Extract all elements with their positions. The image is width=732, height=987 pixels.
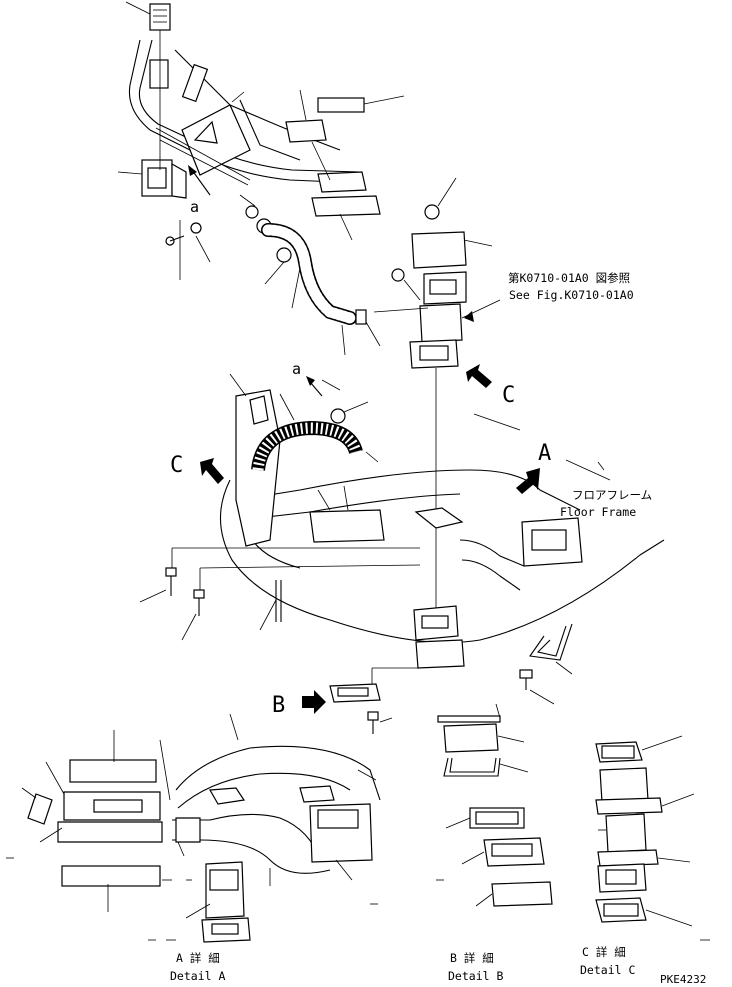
connection-label-a-mid: a [292,360,301,378]
detail-a-title-ja: A 詳 細 [176,951,220,965]
floor-frame-label-en: Floor Frame [560,505,636,519]
dash-duct-assembly: a [117,1,405,280]
detail-b-title-en: Detail B [448,969,503,983]
detail-c [595,735,710,941]
detail-a-title-en: Detail A [170,969,225,983]
view-arrow-b: B [272,683,393,734]
detail-b [436,703,553,907]
floor-bolts [139,567,205,641]
left-duct-and-hose: a [229,360,379,547]
right-bracket [519,623,573,705]
flexible-hose-upper [261,223,381,356]
drawing-number: PKE4232 [660,973,706,986]
floor-frame [171,413,665,690]
detail-a [6,713,381,943]
view-label-c-right: C [502,383,515,408]
reference-label-ja: 第K0710-01A0 図参照 [508,271,630,285]
view-arrow-c-left: C [170,453,224,484]
detail-b-title-ja: B 詳 細 [450,951,494,965]
view-label-c-left: C [170,453,183,478]
connection-label-a-top: a [190,198,199,216]
detail-c-title-ja: C 詳 細 [582,945,626,959]
detail-c-title-en: Detail C [580,963,635,977]
vent-unit-assembly [373,177,501,620]
view-label-b: B [272,693,285,718]
floor-frame-label-ja: フロアフレーム [572,488,652,502]
view-arrow-a: A [516,441,551,494]
view-arrow-c-right: C [466,364,515,408]
reference-label-en: See Fig.K0710-01A0 [509,288,634,302]
view-label-a: A [538,441,551,466]
